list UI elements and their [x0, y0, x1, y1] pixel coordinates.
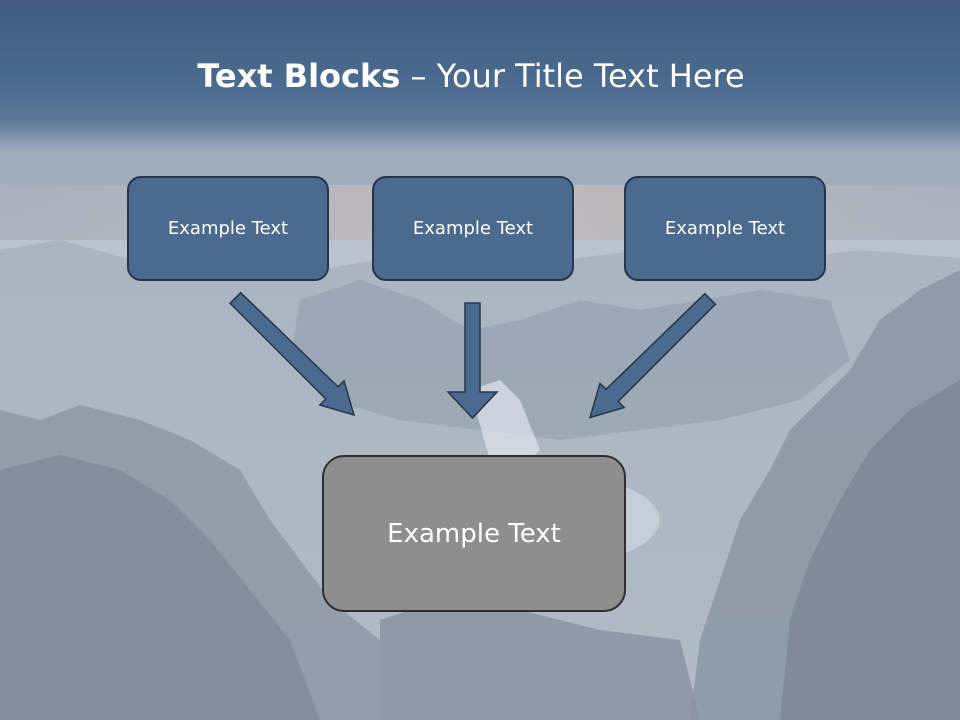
arrow-left [229, 291, 356, 417]
arrow-center [446, 302, 499, 420]
title-band [0, 0, 960, 150]
page-title: Text Blocks – Your Title Text Here [0, 54, 942, 98]
target-block-label: Example Text [387, 518, 561, 549]
text-block-1-label: Example Text [167, 218, 289, 239]
text-block-2: Example Text [372, 176, 574, 281]
text-block-1: Example Text [127, 176, 329, 281]
title-rest: – Your Title Text Here [400, 57, 745, 95]
title-bold: Text Blocks [197, 57, 401, 95]
text-block-3-label: Example Text [664, 218, 786, 239]
arrow-right [588, 292, 717, 419]
text-block-2-label: Example Text [412, 218, 534, 239]
text-block-3: Example Text [624, 176, 826, 281]
target-block: Example Text [322, 455, 626, 612]
